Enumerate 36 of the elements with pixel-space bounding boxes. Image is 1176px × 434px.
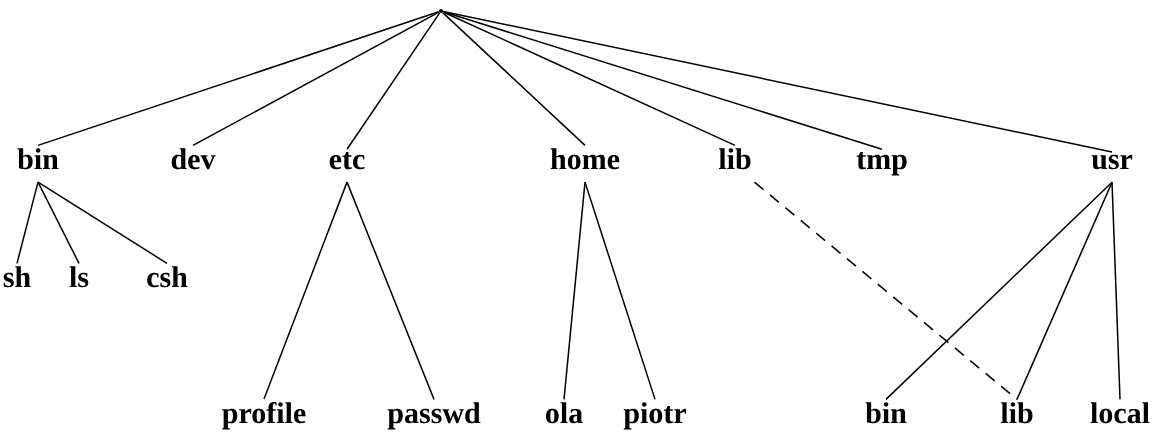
- tree-line: [263, 181, 348, 400]
- directory-label: sh: [3, 266, 31, 288]
- tree-line: [753, 181, 1018, 401]
- directory-label: etc: [329, 152, 365, 170]
- directory-label: csh: [147, 266, 188, 288]
- tree-line: [441, 11, 586, 147]
- directory-label: usr: [1091, 154, 1133, 170]
- directory-label: home: [550, 148, 620, 170]
- tree-line: [1016, 181, 1113, 401]
- directory-label: tmp: [856, 152, 907, 176]
- tree-line: [885, 181, 1113, 401]
- directory-label: lib: [1000, 402, 1033, 424]
- tree-line: [346, 181, 435, 401]
- root-vertex: [439, 9, 443, 13]
- directory-label: bin: [17, 148, 59, 170]
- directory-label: lib: [718, 148, 751, 170]
- tree-line: [37, 181, 168, 265]
- directory-label: bin: [865, 402, 907, 424]
- directory-label: ls: [69, 266, 89, 288]
- directory-label: dev: [171, 148, 216, 170]
- tree-line: [192, 11, 440, 147]
- tree-line: [584, 181, 656, 401]
- tree-line: [442, 10, 1113, 153]
- tree-line: [16, 181, 39, 265]
- directory-label: local: [1090, 402, 1150, 424]
- tree-line: [346, 12, 441, 151]
- tree-line: [37, 11, 440, 147]
- tree-line: [442, 10, 883, 151]
- directory-label: piotr: [623, 402, 687, 430]
- directory-label: passwd: [387, 402, 481, 430]
- directory-label: profile: [222, 401, 306, 430]
- tree-line: [442, 11, 736, 147]
- tree-line: [563, 181, 586, 401]
- tree-line: [37, 181, 80, 265]
- directory-label: ola: [546, 402, 583, 424]
- tree-line: [1111, 181, 1121, 401]
